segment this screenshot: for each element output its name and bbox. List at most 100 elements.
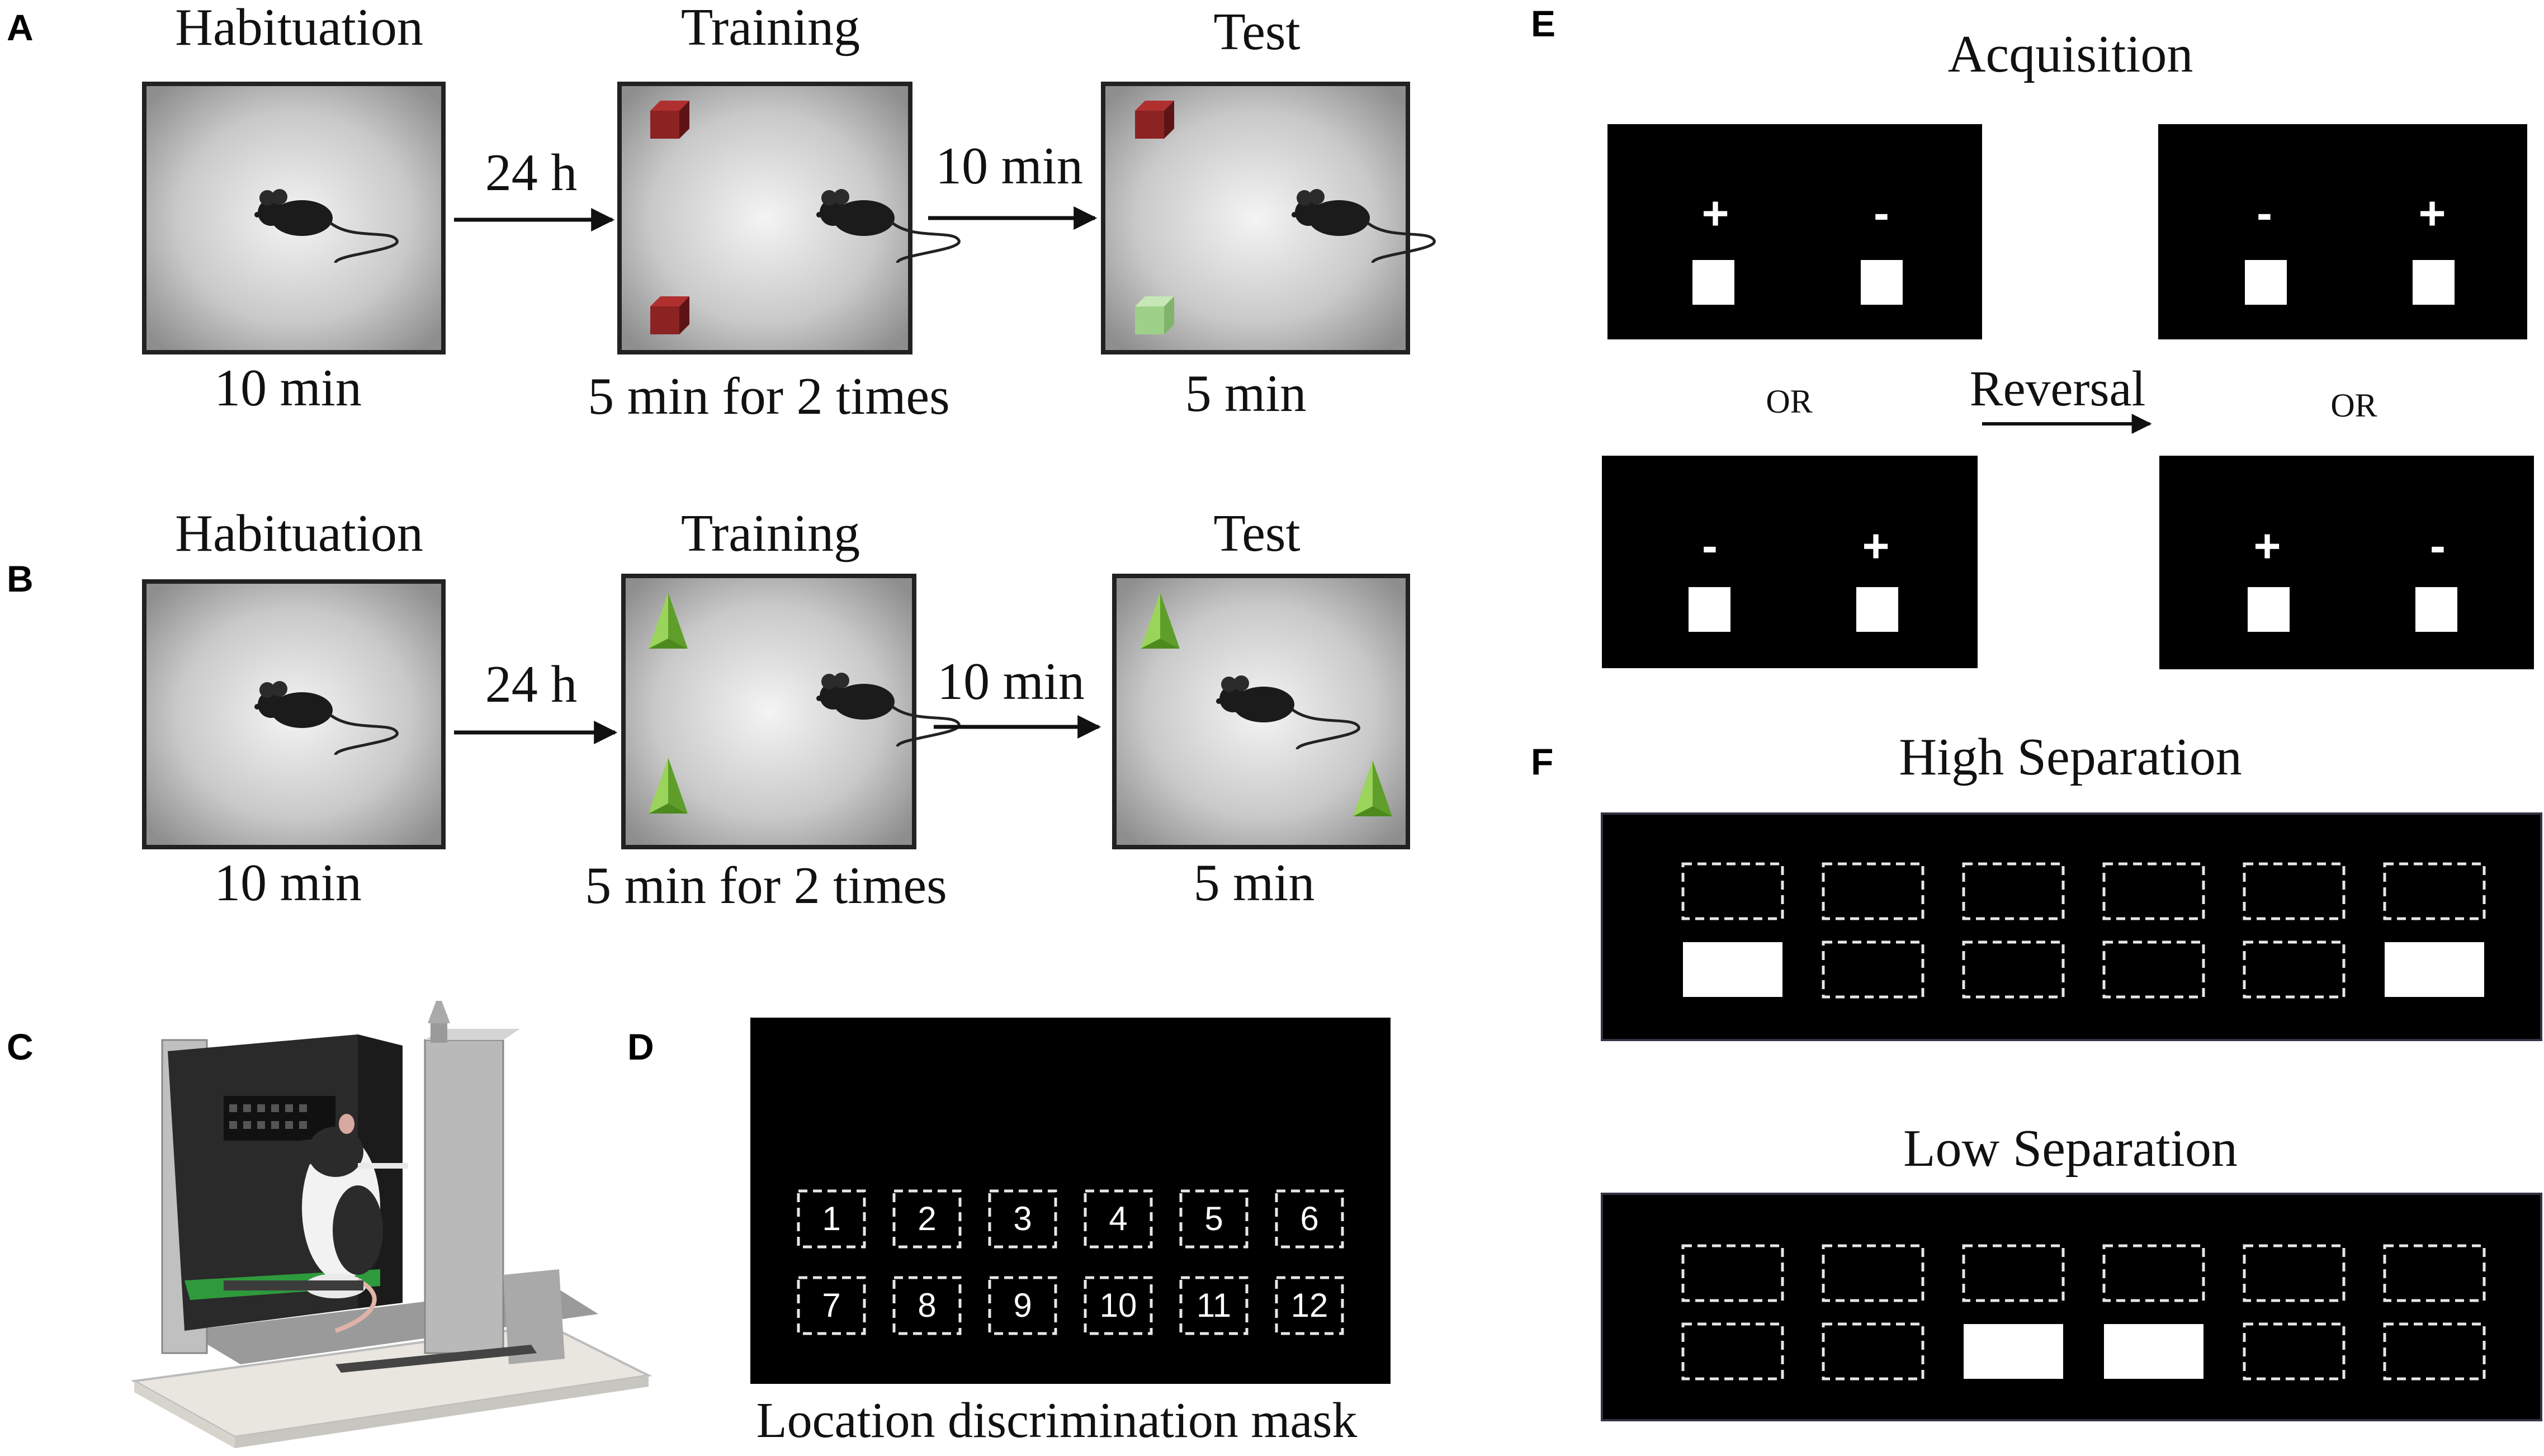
panel-b: B Habituation Training Test 24 h 10 min …: [7, 504, 1410, 915]
duration-label: 5 min: [1194, 854, 1315, 912]
empty-window: [2102, 1244, 2205, 1302]
mask-window-number: 6: [1300, 1200, 1318, 1237]
mask-window: [988, 1189, 1057, 1249]
panel-letter-b: B: [7, 558, 34, 599]
duration-label: 5 min: [1185, 365, 1307, 423]
empty-window: [2243, 1322, 2346, 1381]
duration-label: 10 min: [214, 359, 362, 417]
touchscreen-chamber-photo: [130, 1001, 652, 1448]
mask-window-number: 9: [1013, 1287, 1032, 1324]
empty-window: [2383, 1244, 2486, 1302]
stage-title-habituation: Habituation: [175, 504, 423, 562]
duration-label: 10 min: [214, 854, 362, 912]
panel-c: C: [7, 1001, 652, 1448]
mask-window: [1179, 1276, 1249, 1335]
empty-window: [2102, 862, 2205, 920]
mask-window: [892, 1189, 962, 1249]
mask-window: [892, 1276, 962, 1335]
panel-letter-a: A: [7, 7, 34, 48]
screen-bottom-left: - +: [1602, 456, 1978, 668]
empty-window: [2383, 1322, 2486, 1381]
panel-letter-f: F: [1531, 741, 1553, 782]
mask-window-number: 1: [822, 1200, 840, 1237]
stimulus-square: [2245, 260, 2287, 305]
empty-window: [2243, 940, 2346, 999]
empty-window: [1681, 862, 1784, 920]
acquisition-title: Acquisition: [1948, 25, 2193, 83]
novel-object-cube-icon: [1135, 296, 1174, 334]
object-cube-icon: [650, 101, 689, 139]
stage-title-training: Training: [681, 504, 860, 562]
lit-window: [2385, 942, 2484, 997]
stimulus-square: [2248, 587, 2290, 632]
panel-letter-c: C: [7, 1026, 34, 1067]
stimulus-square: [2415, 587, 2457, 632]
or-label: OR: [2330, 387, 2377, 424]
low-separation-windows: [1681, 1244, 2486, 1381]
high-separation-screen: [1601, 812, 2542, 1041]
empty-window: [1822, 940, 1924, 999]
interval-label: 10 min: [937, 653, 1085, 711]
empty-window: [2243, 862, 2346, 920]
stimulus-square: [1689, 587, 1730, 632]
reward-sign: +: [1701, 187, 1729, 239]
empty-window: [1681, 1322, 1784, 1381]
empty-window: [1962, 1244, 2065, 1302]
reward-sign: +: [1862, 519, 1889, 572]
reversal-label: Reversal: [1970, 361, 2146, 417]
location-mask-screen: [750, 1018, 1391, 1384]
stimulus-square: [1861, 260, 1903, 305]
mask-window-number: 8: [918, 1287, 936, 1324]
mask-window-number: 3: [1013, 1200, 1032, 1237]
mask-window: [1275, 1189, 1344, 1249]
mask-window: [1084, 1189, 1153, 1249]
high-separation-windows: [1681, 862, 2486, 999]
screen-top-right: - +: [2158, 124, 2527, 339]
duration-label: 5 min for 2 times: [588, 367, 950, 426]
interval-label: 24 h: [485, 655, 578, 713]
panel-a: A Habituation Training Test 24 h 10 min …: [7, 0, 1434, 426]
screen-top-left: + -: [1607, 124, 1982, 339]
stage-title-habituation: Habituation: [175, 0, 423, 56]
low-separation-title: Low Separation: [1903, 1119, 2238, 1178]
lit-window: [1683, 942, 1782, 997]
mask-window-number: 12: [1291, 1287, 1328, 1324]
empty-window: [2102, 940, 2205, 999]
empty-window: [1681, 1244, 1784, 1302]
location-mask-caption: Location discrimination mask: [756, 1393, 1358, 1448]
lit-window: [1964, 1324, 2063, 1379]
empty-window: [1822, 1322, 1924, 1381]
interval-label: 10 min: [935, 137, 1083, 195]
stage-title-training: Training: [681, 0, 860, 56]
stimulus-square: [1856, 587, 1898, 632]
reward-sign: -: [2430, 519, 2446, 572]
mask-window: [1179, 1189, 1249, 1249]
or-label: OR: [1766, 383, 1812, 420]
mask-window-number: 7: [822, 1287, 840, 1324]
stimulus-square: [1692, 260, 1734, 305]
empty-window: [2383, 862, 2486, 920]
reward-sign: -: [1702, 519, 1718, 572]
mask-window: [797, 1189, 866, 1249]
empty-window: [1962, 862, 2065, 920]
mask-window: [988, 1276, 1057, 1335]
empty-window: [1822, 862, 1924, 920]
stage-title-test: Test: [1213, 504, 1300, 562]
mask-window-number: 11: [1197, 1287, 1231, 1324]
low-separation-screen: [1601, 1193, 2542, 1421]
empty-window: [1962, 940, 2065, 999]
panel-e: E Acquisition + - - + OR Reversal OR - +: [1531, 3, 2534, 669]
screen-bottom-right: + -: [2159, 456, 2534, 669]
object-cube-icon: [1135, 101, 1174, 139]
object-cube-icon: [650, 296, 689, 334]
reward-sign: +: [2418, 187, 2446, 239]
mask-window-number: 2: [918, 1200, 936, 1237]
empty-window: [2243, 1244, 2346, 1302]
lit-window: [2104, 1324, 2203, 1379]
reward-sign: +: [2253, 519, 2281, 572]
mask-window-number: 10: [1100, 1287, 1137, 1324]
mask-window: [1084, 1276, 1153, 1335]
